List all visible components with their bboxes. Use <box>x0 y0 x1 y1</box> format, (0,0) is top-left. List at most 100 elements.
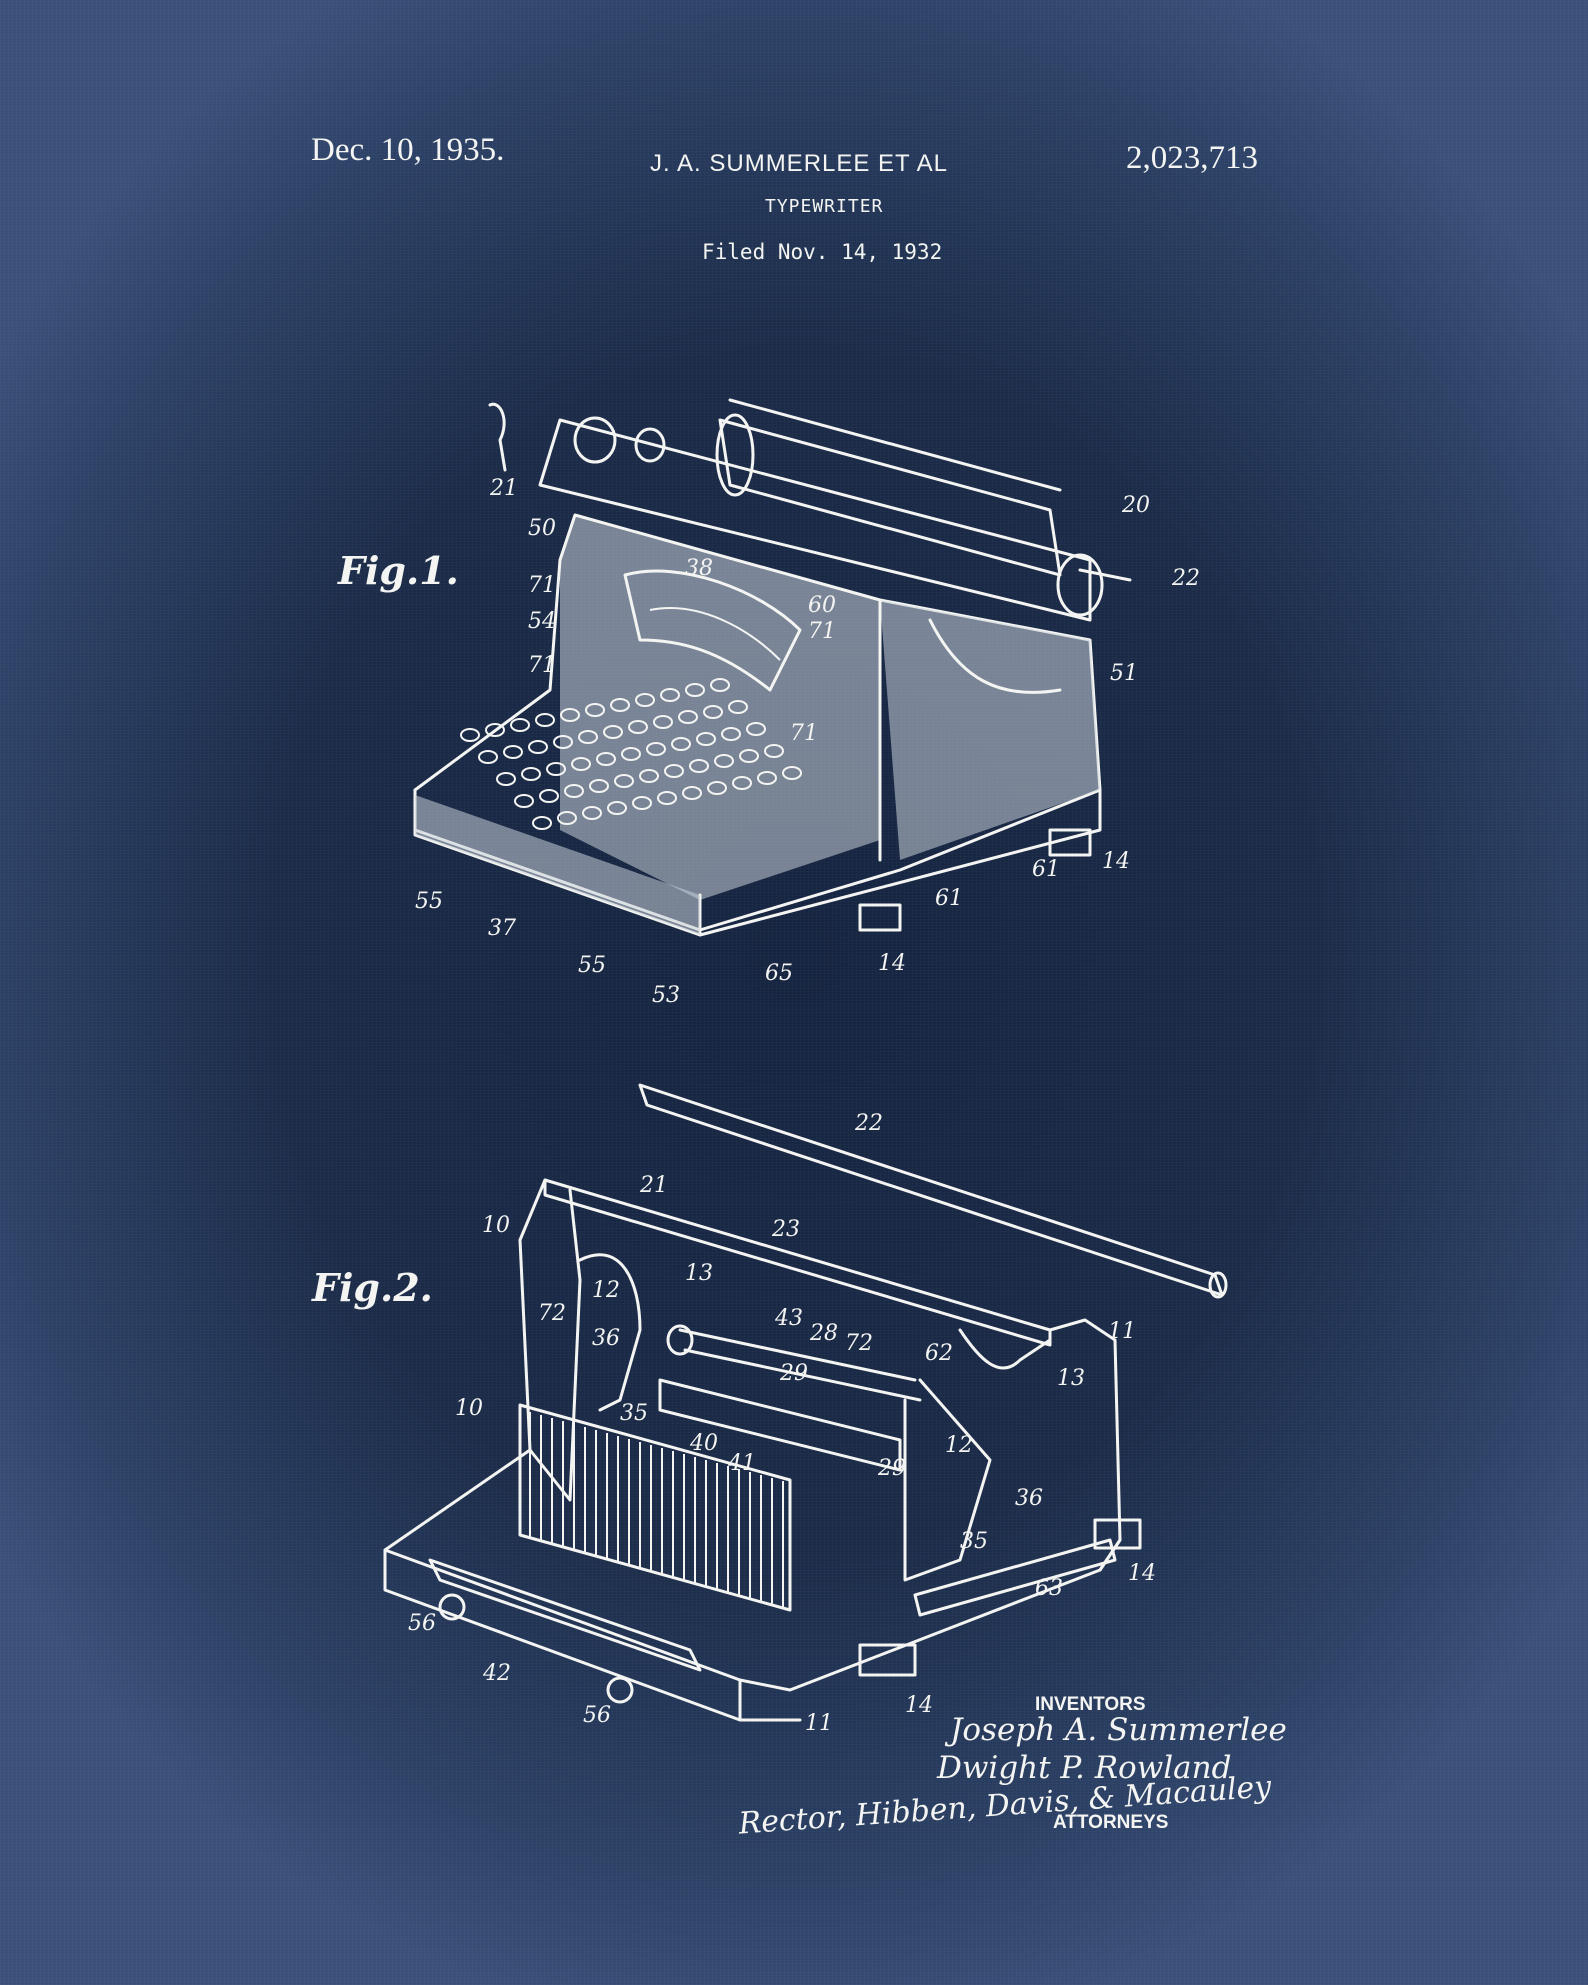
key-cap <box>685 683 705 697</box>
key-cap <box>557 811 577 825</box>
key-cap <box>610 698 630 712</box>
fig2-ref-14: 14 <box>905 1693 933 1718</box>
key-cap <box>632 796 652 810</box>
fig2-ref-29: 29 <box>779 1361 808 1386</box>
key-cap <box>596 752 616 766</box>
key-cap <box>757 771 777 785</box>
key-cap <box>553 735 573 749</box>
key-cap <box>614 774 634 788</box>
inventor-1-signature: Joseph A. Summerlee <box>950 1712 1287 1748</box>
fig1-ref-61: 61 <box>1032 857 1060 882</box>
key-cap <box>689 759 709 773</box>
fig2-ref-63: 63 <box>1035 1576 1063 1601</box>
fig2-ref-56: 56 <box>408 1611 436 1636</box>
fig1-ref-22: 22 <box>1171 566 1200 591</box>
key-cap <box>657 791 677 805</box>
key-cap <box>535 713 555 727</box>
attorneys-label: ATTORNEYS <box>1053 1812 1169 1833</box>
fig2-ref-35: 35 <box>960 1529 988 1554</box>
fig2-ref-35: 35 <box>620 1401 648 1426</box>
fig2-ref-11: 11 <box>805 1711 833 1736</box>
fig1-ref-20: 20 <box>1121 493 1150 518</box>
fig2-ref-43: 43 <box>774 1306 803 1331</box>
fig1-label: Fig.1. <box>338 548 459 593</box>
key-cap <box>671 737 691 751</box>
key-cap <box>621 747 641 761</box>
fig1-ref-55: 55 <box>415 889 443 914</box>
fig1-ref-71: 71 <box>528 573 556 598</box>
fig2-ref-36: 36 <box>1015 1486 1043 1511</box>
fig1-ref-21: 21 <box>489 476 518 501</box>
key-cap <box>607 801 627 815</box>
key-cap <box>628 720 648 734</box>
key-cap <box>639 769 659 783</box>
fig2-ref-40: 40 <box>689 1431 718 1456</box>
key-cap <box>546 762 566 776</box>
fig2-ref-72: 72 <box>845 1331 873 1356</box>
key-cap <box>528 740 548 754</box>
key-cap <box>710 678 730 692</box>
fig2-ref-56: 56 <box>583 1703 611 1728</box>
key-cap <box>510 718 530 732</box>
inventor-2-signature: Dwight P. Rowland <box>937 1750 1232 1786</box>
key-cap <box>571 757 591 771</box>
fig1-ref-65: 65 <box>765 961 793 986</box>
fig2-ref-21: 21 <box>639 1173 668 1198</box>
key-cap <box>746 722 766 736</box>
fig2-ref-10: 10 <box>482 1213 510 1238</box>
fig1-ref-37: 37 <box>488 916 516 941</box>
fig2-ref-72: 72 <box>538 1301 566 1326</box>
fig2-ref-42: 42 <box>482 1661 511 1686</box>
key-cap <box>678 710 698 724</box>
key-cap <box>721 727 741 741</box>
fig2-ref-23: 23 <box>771 1217 800 1242</box>
fig1-ref-51: 51 <box>1110 661 1138 686</box>
key-cap <box>664 764 684 778</box>
fig1-ref-55: 55 <box>578 953 606 978</box>
fig2-ref-14: 14 <box>1128 1561 1156 1586</box>
key-cap <box>514 794 534 808</box>
fig2-ref-28: 28 <box>809 1321 838 1346</box>
fig2-ref-29: 29 <box>877 1456 906 1481</box>
fig2-ref-12: 12 <box>592 1278 620 1303</box>
key-cap <box>564 784 584 798</box>
key-cap <box>764 744 784 758</box>
filing-date: Filed Nov. 14, 1932 <box>702 240 943 264</box>
fig2-ref-22: 22 <box>854 1111 883 1136</box>
fig1-ref-61: 61 <box>935 886 963 911</box>
fig2-ref-13: 13 <box>1057 1366 1085 1391</box>
key-cap <box>696 732 716 746</box>
key-cap <box>585 703 605 717</box>
fig1-ref-54: 54 <box>528 609 556 634</box>
key-cap <box>782 766 802 780</box>
inventor-heading: J. A. SUMMERLEE ET AL <box>650 150 948 177</box>
fig2-ref-62: 62 <box>925 1341 953 1366</box>
fig1-ref-60: 60 <box>808 593 836 618</box>
key-cap <box>635 693 655 707</box>
patent-date: Dec. 10, 1935. <box>311 132 505 168</box>
fig1-ref-50: 50 <box>528 516 556 541</box>
key-cap <box>703 705 723 719</box>
fig2-ref-10: 10 <box>455 1396 483 1421</box>
key-cap <box>653 715 673 729</box>
fig1-ref-71: 71 <box>528 653 556 678</box>
fig1-ref-71: 71 <box>790 721 818 746</box>
key-cap <box>560 708 580 722</box>
fig2-ref-36: 36 <box>592 1326 620 1351</box>
patent-subject: TYPEWRITER <box>765 196 884 217</box>
fig1-ref-53: 53 <box>652 983 680 1008</box>
key-cap <box>539 789 559 803</box>
key-cap <box>660 688 680 702</box>
fig1-ref-38: 38 <box>685 556 713 581</box>
key-cap <box>682 786 702 800</box>
key-cap <box>503 745 523 759</box>
key-cap <box>582 806 602 820</box>
key-cap <box>714 754 734 768</box>
fig2-ref-13: 13 <box>685 1261 713 1286</box>
key-cap <box>603 725 623 739</box>
fig1-typewriter-illustration <box>413 398 1132 937</box>
